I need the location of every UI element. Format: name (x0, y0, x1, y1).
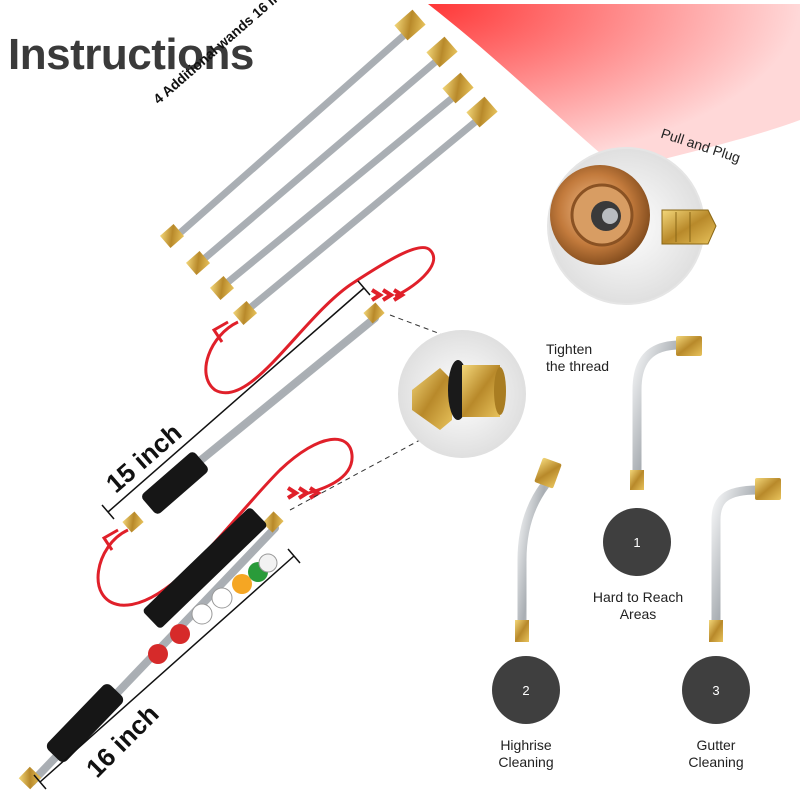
nozzle-white-2 (211, 587, 233, 609)
option-label-3: Gutter Cleaning (656, 737, 776, 771)
option-2-line-2: Cleaning (498, 754, 554, 770)
curved-tip-1 (630, 336, 702, 490)
wand-4 (232, 96, 498, 325)
nozzle-red (148, 644, 168, 664)
option-3-line-2: Cleaning (688, 754, 744, 770)
option-number-1: 1 (633, 535, 640, 550)
option-number-3: 3 (712, 683, 719, 698)
wand-2 (185, 36, 458, 275)
additional-wands (159, 9, 498, 325)
nozzle-white (191, 603, 213, 625)
tighten-thread-detail (289, 314, 526, 511)
wand-1 (159, 9, 426, 248)
curved-tip-3 (709, 478, 781, 642)
dimension-line-15 (101, 280, 371, 520)
dimension-line-16 (33, 548, 301, 790)
wand-3 (209, 72, 474, 300)
extension-wand-15 (122, 302, 385, 533)
nozzle-yellow (232, 574, 252, 594)
main-wand-16 (18, 508, 284, 790)
red-loop-arrow-lower (96, 437, 354, 607)
tighten-line-1: Tighten (546, 341, 593, 357)
page-title: Instructions (8, 30, 254, 79)
nozzle-tips (148, 553, 278, 664)
red-loop-arrow-upper (204, 246, 435, 395)
nozzle-soap (258, 553, 278, 573)
red-highlight-wedge (428, 4, 800, 170)
option-number-2: 2 (522, 683, 529, 698)
option-2-line-1: Highrise (500, 737, 552, 753)
tighten-thread-label: Tighten the thread (546, 341, 609, 375)
option-circle-3: 3 (682, 656, 750, 724)
option-3-line-1: Gutter (696, 737, 736, 753)
option-1-line-2: Areas (619, 606, 657, 622)
nozzle-red-2 (170, 624, 190, 644)
option-1-line-1: Hard to Reach (592, 589, 684, 605)
option-circle-2: 2 (492, 656, 560, 724)
option-label-1: Hard to Reach Areas (578, 589, 698, 623)
tighten-line-2: the thread (546, 358, 610, 374)
curved-tip-2 (515, 457, 562, 642)
option-circle-1: 1 (603, 508, 671, 576)
option-label-2: Highrise Cleaning (466, 737, 586, 771)
pull-and-plug-detail (547, 147, 717, 305)
